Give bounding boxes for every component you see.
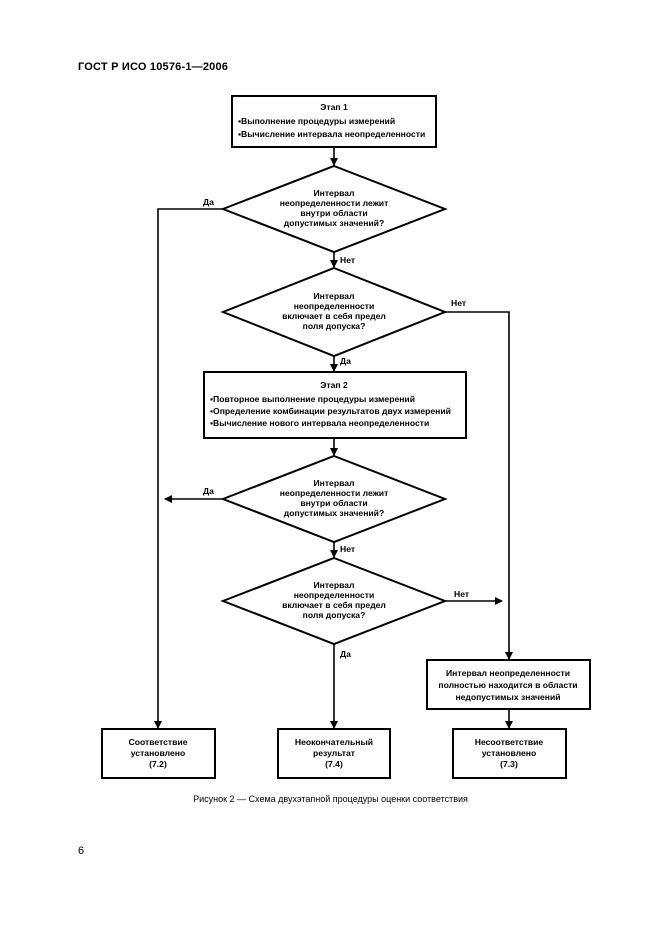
decision2-text: включает в себя предел	[282, 311, 386, 321]
outcome-conformity-text: Соответствие	[129, 737, 188, 747]
stage2-item: ▪Вычисление нового интервала неопределен…	[210, 418, 429, 428]
decision3-text: допустимых значений?	[284, 508, 384, 518]
outcome-nonconformity-box: Несоответствие установлено (7.3)	[452, 728, 567, 779]
decision3-diamond: Интервал неопределенности лежит внутри о…	[220, 454, 448, 544]
outcome-conformity-text: (7.2)	[149, 759, 167, 769]
branch-label-yes: Да	[340, 649, 351, 659]
outcome-inconclusive-text: Неокончательный	[295, 737, 373, 747]
nonconform-area-text: Интервал неопределенности	[446, 668, 570, 678]
stage2-box: Этап 2 ▪Повторное выполнение процедуры и…	[203, 371, 467, 439]
document-header: ГОСТ Р ИСО 10576-1—2006	[78, 61, 229, 73]
stage2-item: ▪Повторное выполнение процедуры измерени…	[210, 394, 415, 404]
decision3-text: Интервал	[313, 478, 354, 488]
page-number: 6	[78, 845, 85, 857]
decision1-text: внутри области	[300, 208, 367, 218]
stage1-title: Этап 1	[320, 102, 348, 112]
outcome-inconclusive-text: результат	[313, 748, 355, 758]
decision1-diamond: Интервал неопределенности лежит внутри о…	[220, 164, 448, 254]
outcome-conformity-box: Соответствие установлено (7.2)	[101, 728, 216, 779]
decision4-text: включает в себя предел	[282, 600, 386, 610]
decision2-text: неопределенности	[294, 301, 375, 311]
figure-caption: Рисунок 2 — Схема двухэтапной процедуры …	[193, 794, 468, 804]
branch-label-no: Нет	[340, 255, 355, 265]
branch-label-yes: Да	[203, 197, 214, 207]
stage1-item: ▪Вычисление интервала неопределенности	[238, 129, 425, 139]
connector-arrow	[445, 311, 513, 660]
decision2-text: поля допуска?	[303, 321, 366, 331]
decision1-text: допустимых значений?	[284, 218, 384, 228]
decision4-text: Интервал	[313, 580, 354, 590]
decision3-text: внутри области	[300, 498, 367, 508]
decision4-text: неопределенности	[294, 590, 375, 600]
branch-label-yes: Да	[203, 486, 214, 496]
outcome-nonconformity-text: Несоответствие	[475, 737, 544, 747]
outcome-inconclusive-box: Неокончательный результат (7.4)	[277, 728, 391, 779]
stage2-item: ▪Определение комбинации результатов двух…	[210, 406, 451, 416]
stage2-title: Этап 2	[320, 380, 348, 390]
connector-arrow	[154, 208, 223, 729]
nonconform-area-text: недопустимых значений	[455, 692, 560, 702]
decision1-text: неопределенности лежит	[280, 198, 389, 208]
branch-label-no: Нет	[454, 589, 469, 599]
decision2-diamond: Интервал неопределенности включает в себ…	[220, 266, 448, 358]
stage1-box: Этап 1 ▪Выполнение процедуры измерений ▪…	[231, 95, 437, 148]
outcome-inconclusive-text: (7.4)	[325, 759, 343, 769]
decision4-diamond: Интервал неопределенности включает в себ…	[220, 556, 448, 646]
nonconform-area-box: Интервал неопределенности полностью нахо…	[426, 659, 591, 710]
branch-label-no: Нет	[340, 544, 355, 554]
decision2-text: Интервал	[313, 291, 354, 301]
nonconform-area-text: полностью находится в области	[438, 680, 577, 690]
branch-label-no: Нет	[451, 298, 466, 308]
decision1-text: Интервал	[313, 188, 354, 198]
branch-label-yes: Да	[340, 356, 351, 366]
stage1-item: ▪Выполнение процедуры измерений	[238, 116, 395, 126]
outcome-nonconformity-text: (7.3)	[500, 759, 518, 769]
decision4-text: поля допуска?	[303, 610, 366, 620]
decision3-text: неопределенности лежит	[280, 488, 389, 498]
outcome-nonconformity-text: установлено	[482, 748, 537, 758]
outcome-conformity-text: установлено	[131, 748, 186, 758]
